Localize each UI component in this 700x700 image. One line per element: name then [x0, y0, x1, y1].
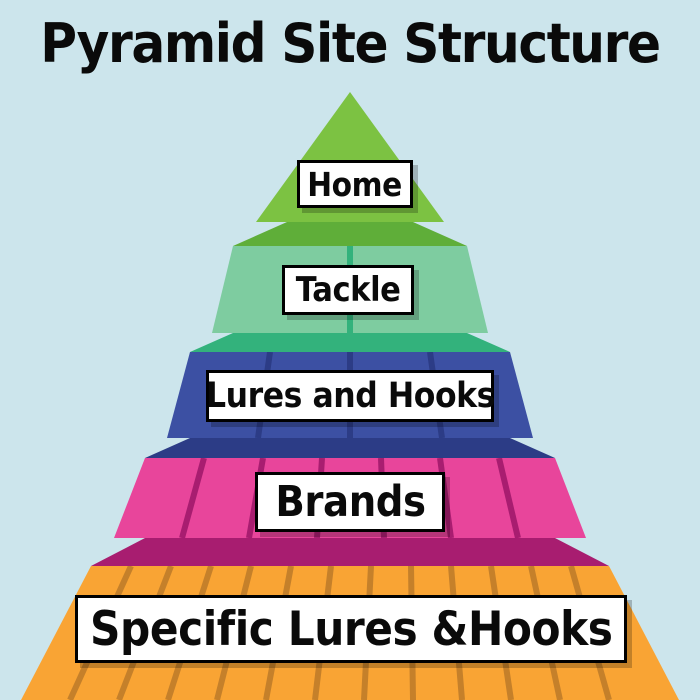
pyramid-label-home-text: Home [307, 164, 403, 204]
pyramid-label-brands-text: Brands [274, 477, 426, 527]
page-title: Pyramid Site Structure [40, 12, 661, 75]
pyramid-label-brands[interactable]: Brands [255, 472, 445, 532]
level-1-shade [233, 222, 467, 246]
pyramid-label-specific-lures-and-hooks[interactable]: Specific Lures &Hooks [75, 595, 627, 663]
pyramid-label-lures-and-hooks-text: Lures and Hooks [205, 376, 495, 416]
level-3-shade [145, 438, 555, 458]
level-4-shade [91, 538, 609, 566]
pyramid-label-tackle-text: Tackle [295, 270, 401, 310]
pyramid-label-specific-lures-and-hooks-text: Specific Lures &Hooks [89, 601, 613, 657]
pyramid-label-tackle[interactable]: Tackle [282, 265, 414, 315]
pyramid-label-lures-and-hooks[interactable]: Lures and Hooks [205, 370, 495, 422]
level-2-shade [190, 333, 510, 352]
pyramid-label-home[interactable]: Home [297, 160, 413, 208]
